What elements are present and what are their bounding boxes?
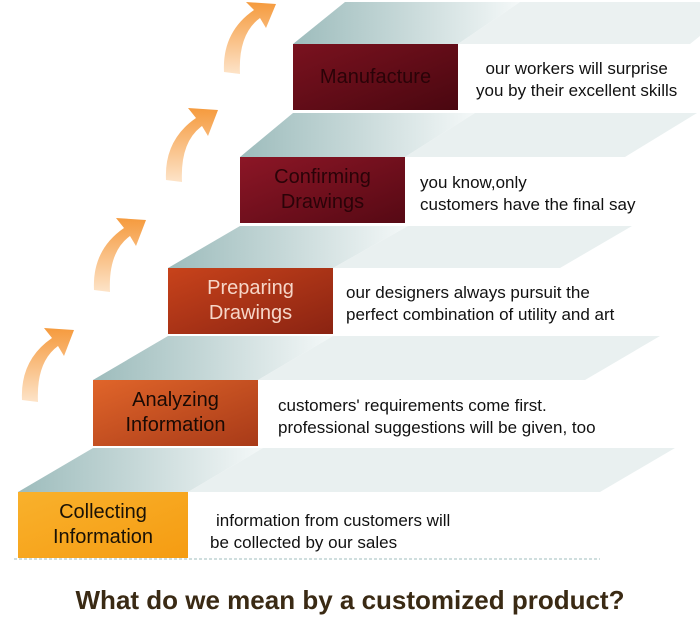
step-label-line: Collecting [59,501,147,523]
stair-tread-1-right [188,448,675,492]
description-line: customers have the final say [420,195,636,214]
stair-riser-5 [293,44,458,110]
step-label-line: Manufacture [319,65,432,88]
description-line: professional suggestions will be given, … [278,418,596,437]
step-label-line: Confirming [274,166,371,188]
step-description-5: our workers will surprise you by their e… [476,58,677,102]
description-line: perfect combination of utility and art [346,305,615,324]
description-line: information from customers will [216,511,451,530]
stair-tread-2-right [258,336,660,380]
step-label-line: Analyzing [132,389,219,411]
step-label-analyzing-information: Analyzing Information [93,380,258,446]
stair-tread-2 [93,336,333,380]
stair-riser-1 [18,492,188,558]
step-label-manufacture: Manufacture [293,44,458,110]
description-line: you by their excellent skills [476,81,678,100]
step-description-2: customers' requirements come first. prof… [278,395,596,439]
diagram-title: What do we mean by a customized product? [75,585,625,615]
stair-riser-3 [168,268,333,334]
description-line: customers' requirements come first. [278,396,547,415]
description-line: be collected by our sales [210,533,398,552]
step-description-1: information from customers will be colle… [210,510,450,554]
description-line: you know,only [420,173,527,192]
stair-tread-5-right [458,2,700,44]
step-label-line: Drawings [280,191,365,213]
stair-tread-4-right [405,113,697,157]
step-label-collecting-information: Collecting Information [18,492,188,558]
step-label-line: Drawings [208,302,293,324]
description-line: our designers always pursuit the [346,283,590,302]
stair-riser-2 [93,380,258,446]
step-label-line: Information [125,414,226,436]
stair-tread-3-right [333,226,632,268]
curved-arrow-icon [21,328,74,402]
step-description-3: our designers always pursuit the perfect… [346,282,614,326]
step-label-confirming-drawings: Confirming Drawings [240,157,405,223]
stair-tread-5 [293,2,520,44]
stair-riser-4 [240,157,405,223]
step-label-line: Preparing [207,277,294,299]
stair-tread-3 [168,226,408,268]
stair-tread-1 [18,448,263,492]
step-label-line: Information [52,526,154,548]
curved-arrow-icon [223,2,276,74]
curved-arrow-icon [93,218,146,292]
curved-arrow-icon [165,108,218,182]
step-description-4: you know,only customers have the final s… [420,172,635,216]
step-label-preparing-drawings: Preparing Drawings [168,268,333,334]
description-line: our workers will surprise [485,59,668,78]
stair-tread-4 [240,113,475,157]
